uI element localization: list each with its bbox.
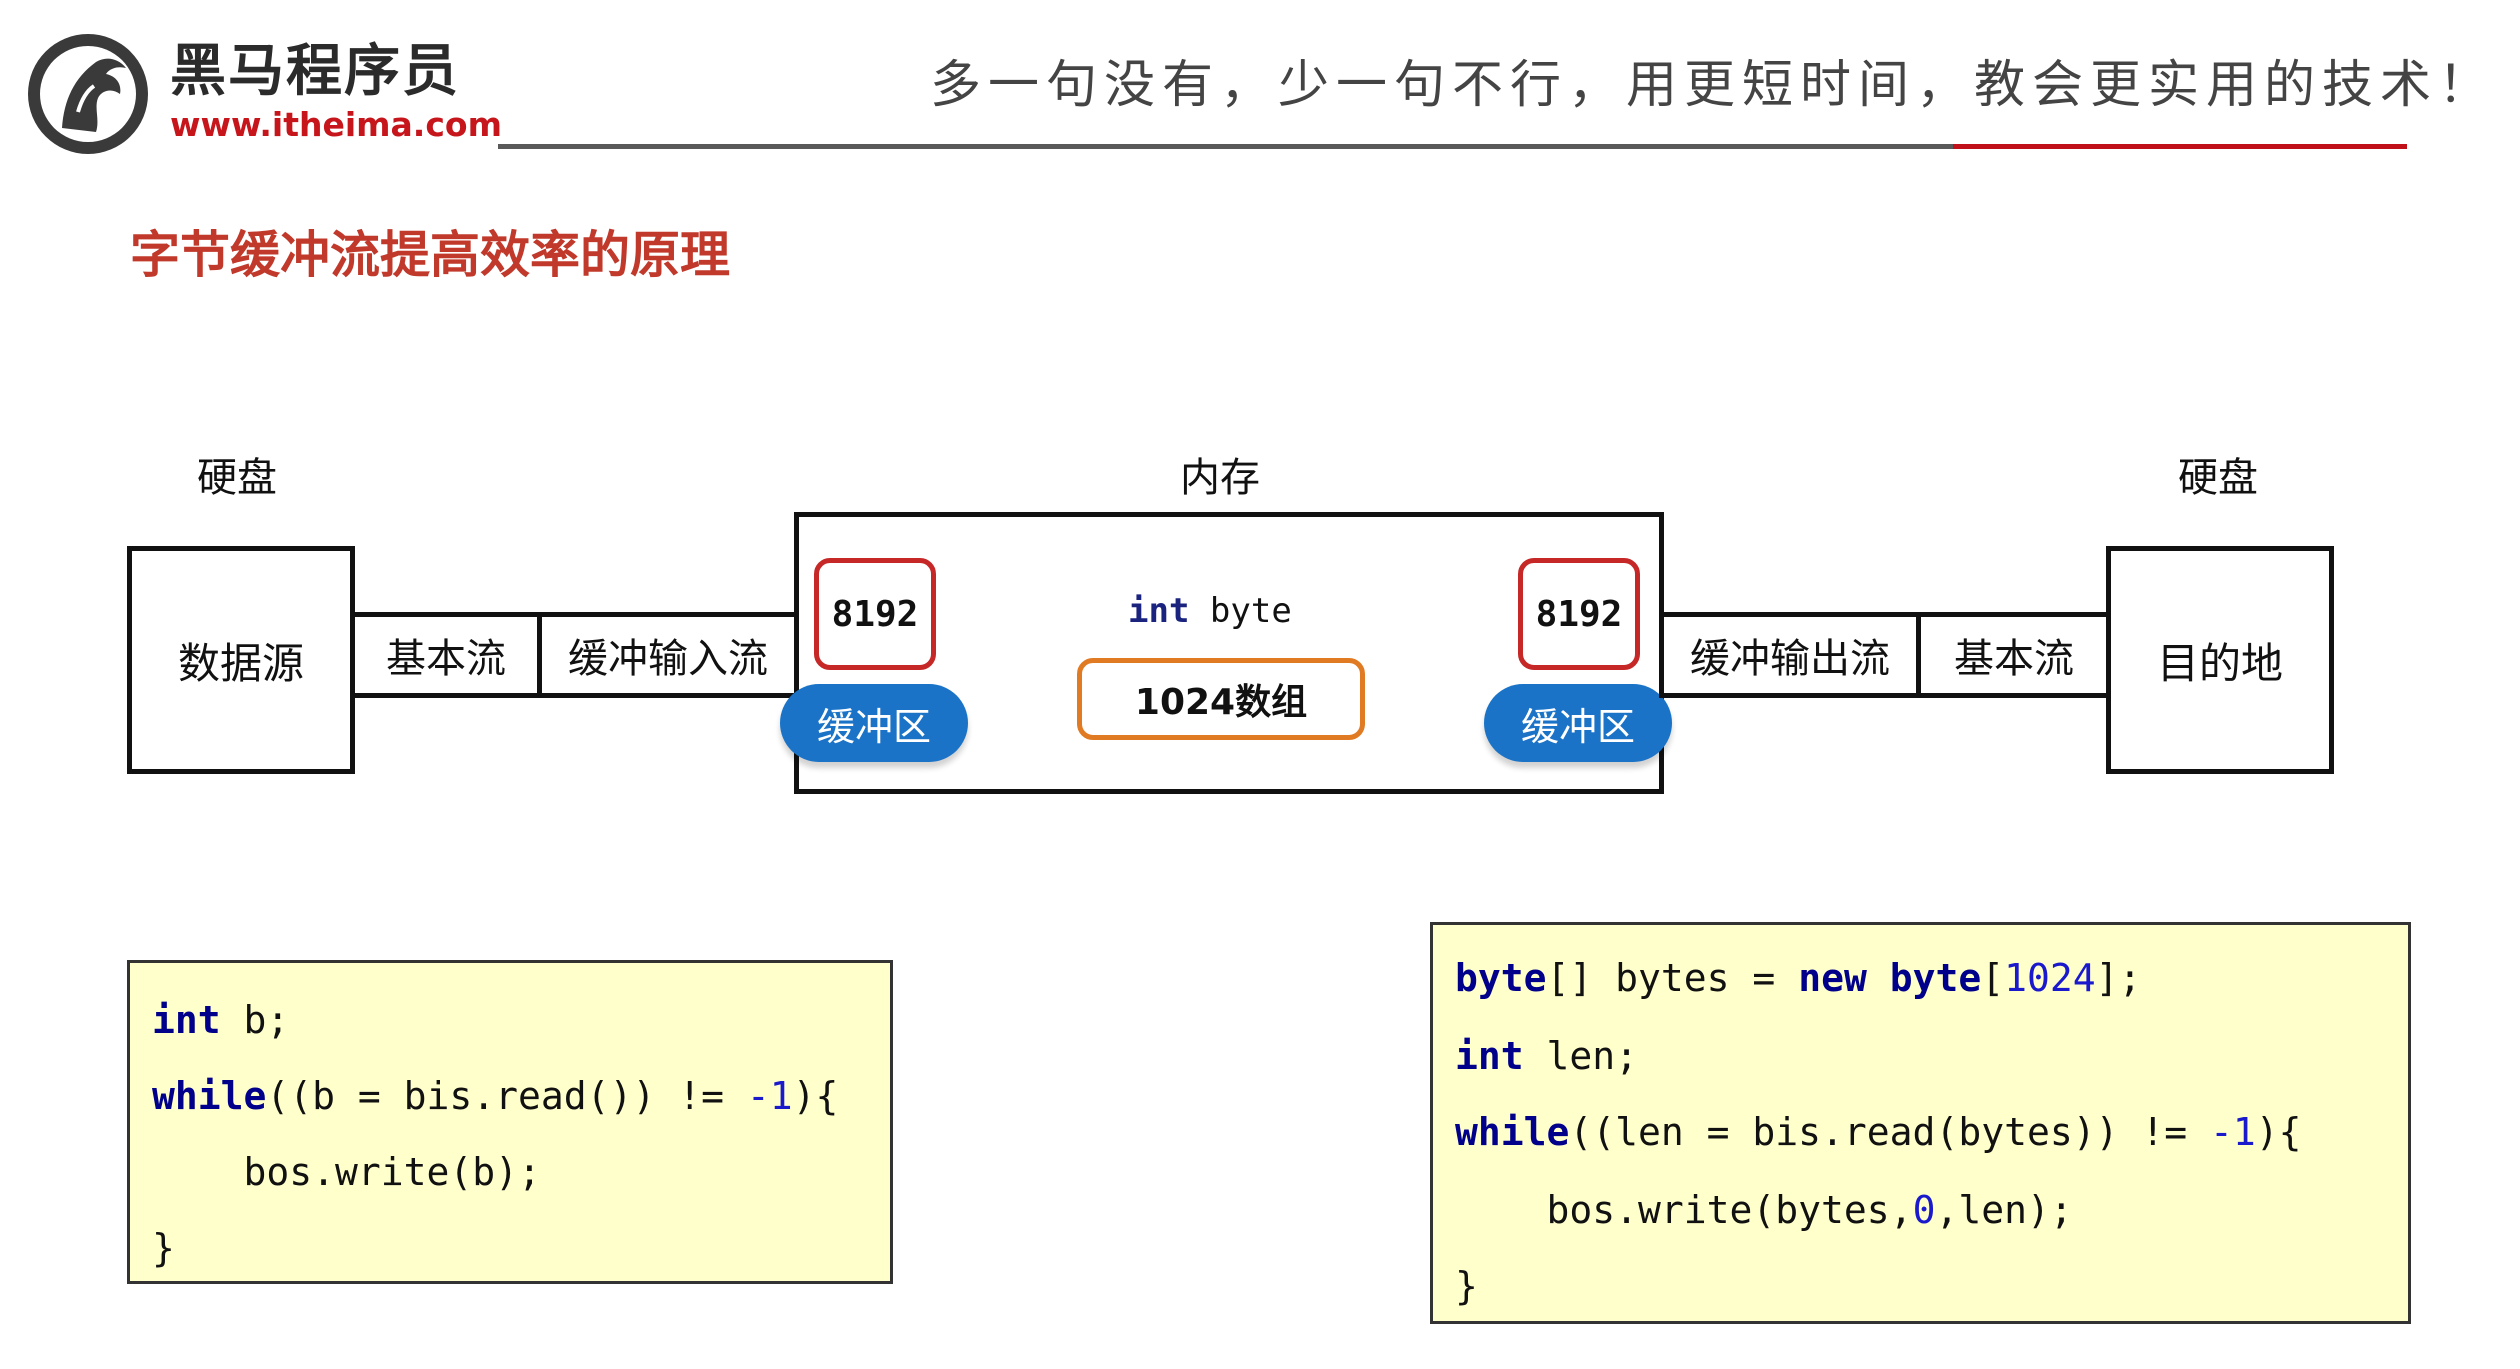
slogan: 多一句没有，少一句不行，用更短时间，教会更实用的技术！ bbox=[930, 56, 2497, 115]
code-block-single-byte: int b; while((b = bis.read()) != -1){ bo… bbox=[127, 960, 893, 1284]
buffered-output-stream: 缓冲输出流 bbox=[1659, 612, 1921, 698]
code-line: while((len = bis.read(bytes)) != -1){ bbox=[1455, 1110, 2302, 1154]
array-box: 1024数组 bbox=[1077, 658, 1365, 740]
buffered-output-stream-label: 缓冲输出流 bbox=[1690, 636, 1890, 682]
header-divider-accent bbox=[1953, 144, 2407, 149]
data-source-label: 数据源 bbox=[177, 638, 304, 688]
left-basic-stream-label: 基本流 bbox=[386, 636, 506, 682]
right-buffer-pill: 缓冲区 bbox=[1484, 684, 1672, 762]
destination-box: 目的地 bbox=[2106, 546, 2334, 774]
code-line: int b; bbox=[152, 998, 290, 1042]
code-line: byte[] bytes = new byte[1024]; bbox=[1455, 956, 2142, 1000]
right-buffer-size: 8192 bbox=[1518, 558, 1640, 670]
page-title: 字节缓冲流提高效率的原理 bbox=[130, 226, 730, 284]
left-buffer-size-value: 8192 bbox=[831, 593, 919, 635]
code-line: bos.write(b); bbox=[152, 1150, 541, 1194]
memory-label: 内存 bbox=[1180, 455, 1260, 501]
int-keyword: int bbox=[1128, 591, 1190, 631]
header-divider bbox=[498, 144, 1953, 149]
int-byte-label: int byte bbox=[1128, 594, 1292, 628]
horse-head-logo-icon bbox=[28, 34, 148, 154]
left-buffer-pill: 缓冲区 bbox=[780, 684, 968, 762]
code-line: bos.write(bytes,0,len); bbox=[1455, 1188, 2073, 1232]
code-line: while((b = bis.read()) != -1){ bbox=[152, 1074, 839, 1118]
buffered-input-stream-label: 缓冲输入流 bbox=[568, 636, 768, 682]
destination-label: 目的地 bbox=[2156, 638, 2283, 688]
left-buffer-label: 缓冲区 bbox=[816, 704, 931, 749]
right-basic-stream: 基本流 bbox=[1916, 612, 2112, 698]
code-line: int len; bbox=[1455, 1034, 1639, 1078]
right-basic-stream-label: 基本流 bbox=[1954, 636, 2074, 682]
code-line: } bbox=[152, 1226, 175, 1270]
buffered-input-stream: 缓冲输入流 bbox=[537, 612, 799, 698]
right-disk-label: 硬盘 bbox=[2178, 455, 2258, 501]
left-disk-label: 硬盘 bbox=[197, 455, 277, 501]
left-basic-stream: 基本流 bbox=[350, 612, 542, 698]
byte-text: byte bbox=[1209, 591, 1292, 631]
right-buffer-size-value: 8192 bbox=[1535, 593, 1623, 635]
left-buffer-size: 8192 bbox=[814, 558, 936, 670]
brand-url: www.itheima.com bbox=[170, 105, 502, 144]
code-block-byte-array: byte[] bytes = new byte[1024]; int len; … bbox=[1430, 922, 2411, 1324]
code-line: } bbox=[1455, 1264, 1478, 1308]
array-box-label: 1024数组 bbox=[1134, 682, 1308, 723]
brand-name: 黑马程序员 bbox=[170, 39, 460, 104]
right-buffer-label: 缓冲区 bbox=[1520, 704, 1635, 749]
data-source-box: 数据源 bbox=[127, 546, 355, 774]
